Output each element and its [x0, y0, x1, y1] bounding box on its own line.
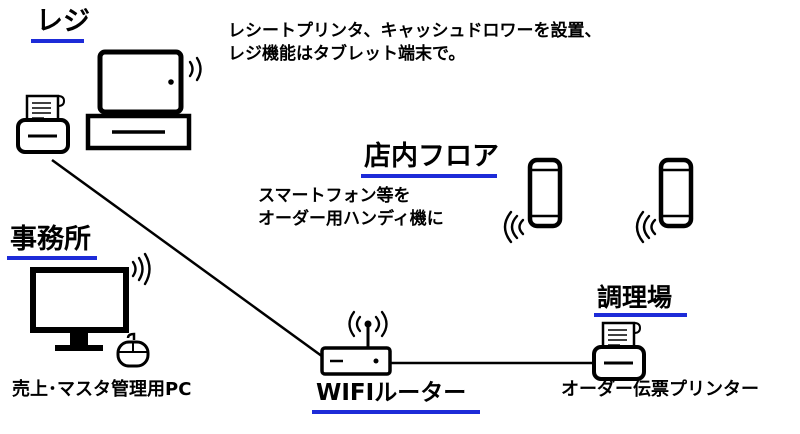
tablet-icon	[97, 49, 184, 115]
router-caption: WIFIルーター	[316, 380, 467, 406]
line-register-to-router	[51, 158, 331, 364]
connection-lines	[51, 158, 600, 365]
kitchen-title-underline	[594, 313, 687, 317]
wifi-waves-icon	[635, 210, 657, 244]
office-caption: 売上･マスタ管理用PC	[12, 379, 192, 400]
smartphone-icon	[658, 157, 694, 229]
register-title-underline	[31, 39, 84, 43]
receipt-printer-icon	[16, 94, 70, 154]
floor-description: スマートフォン等を オーダー用ハンディ機に	[258, 186, 444, 229]
router-caption-underline	[312, 410, 480, 414]
register-title: レジ	[36, 6, 90, 37]
kitchen-caption: オーダー伝票プリンター	[561, 379, 759, 400]
monitor-icon	[30, 267, 129, 351]
floor-title-underline	[361, 174, 497, 178]
cash-drawer-icon	[85, 113, 192, 151]
smartphone-icon	[527, 157, 563, 229]
register-description: レシートプリンタ、キャッシュドロワーを設置、 レジ機能はタブレット端末で。	[228, 21, 602, 64]
wifi-waves-icon	[188, 56, 202, 82]
mouse-icon	[116, 332, 150, 368]
kitchen-title: 調理場	[597, 283, 673, 312]
wifi-waves-icon	[503, 210, 525, 244]
floor-title: 店内フロア	[364, 141, 499, 172]
order-printer-icon	[592, 321, 646, 381]
wifi-waves-icon	[131, 252, 151, 286]
office-title: 事務所	[10, 224, 91, 255]
router-icon	[320, 310, 392, 376]
office-title-underline	[7, 256, 97, 260]
